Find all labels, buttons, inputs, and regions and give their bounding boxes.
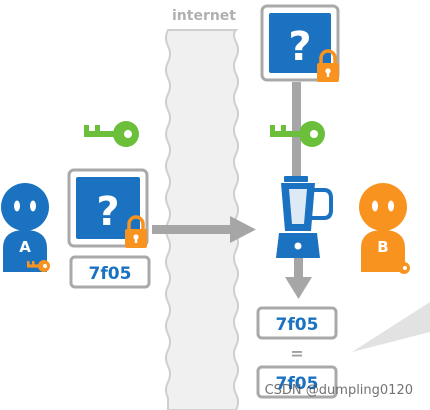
person-icon <box>1 183 49 231</box>
internet-cloud <box>165 29 239 410</box>
equals-sign: = <box>290 344 303 363</box>
hash-value-sender: 7f05 <box>89 264 132 284</box>
top-encrypted-document: ? <box>260 4 341 84</box>
person-a-label: A <box>19 238 31 256</box>
question-mark-icon: ? <box>96 189 119 235</box>
arrow-to-hash-function <box>152 216 256 243</box>
speech-bubble-tail <box>352 302 430 352</box>
connector-line-top <box>292 82 301 177</box>
hash-box-sender: 7f05 <box>69 255 151 289</box>
hash-box-computed: 7f05 <box>256 306 338 340</box>
watermark-text: CSDN @dumpling0120 <box>265 383 413 398</box>
hash-box-received: 7f05 <box>256 365 338 399</box>
left-encrypted-document: ? <box>67 168 149 250</box>
question-mark-icon: ? <box>288 24 311 70</box>
internet-label: internet <box>172 8 236 24</box>
arrow-to-computed-hash <box>285 258 312 299</box>
hash-value-computed: 7f05 <box>276 315 319 335</box>
key-icon-left <box>84 121 139 147</box>
person-icon <box>359 183 407 231</box>
person-a: A <box>1 183 50 272</box>
blender-icon <box>276 176 333 258</box>
person-b-label: B <box>377 238 388 256</box>
hash-value-received: 7f05 <box>276 374 319 394</box>
person-b: B <box>359 183 410 274</box>
